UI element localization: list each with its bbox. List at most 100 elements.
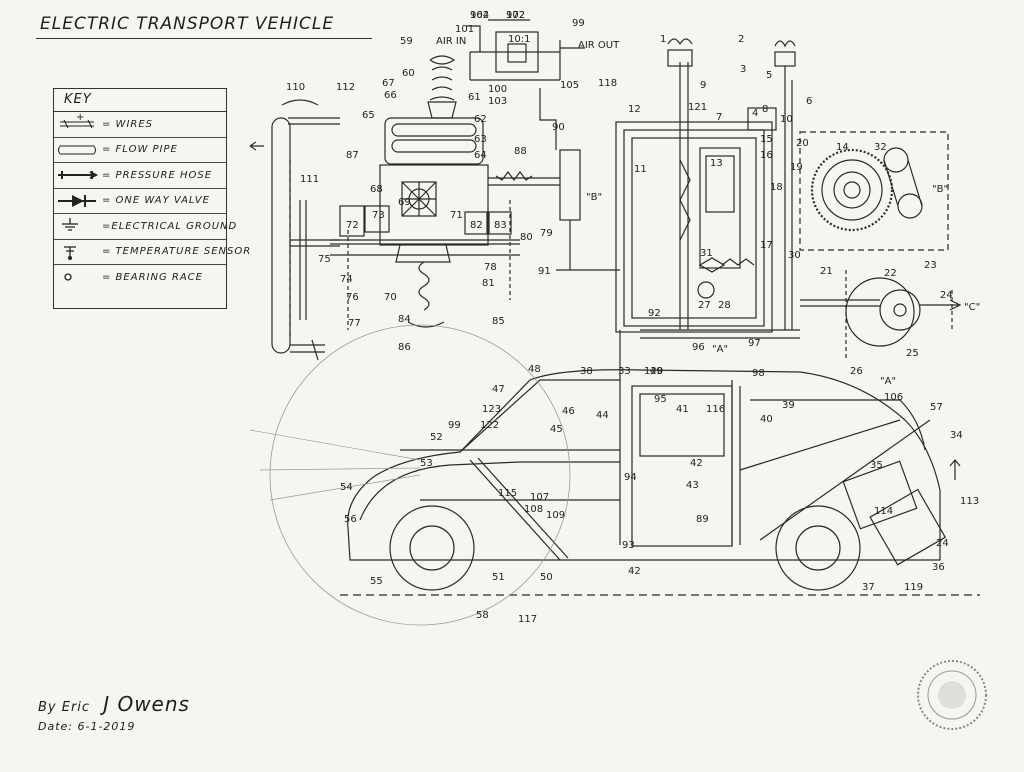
svg-text:+: + <box>76 114 84 123</box>
motor-compressor-assembly <box>330 55 560 330</box>
signature: By Eric J Owens <box>38 692 190 716</box>
section-b-label-left: "B" <box>586 192 602 203</box>
reference-number: 36 <box>932 562 945 573</box>
reference-number: 42 <box>628 566 641 577</box>
reference-number: 81 <box>482 278 495 289</box>
bearing-race-symbol-icon <box>64 273 72 281</box>
reference-number: 112 <box>336 82 355 93</box>
reference-number: 78 <box>484 262 497 273</box>
reference-number: 972 <box>506 10 525 21</box>
section-c-label: "C" <box>964 302 980 313</box>
reference-number: 17 <box>760 240 773 251</box>
key-row-pressure-hose: = PRESSURE HOSE <box>54 163 226 189</box>
reference-number: 23 <box>924 260 937 271</box>
reference-number: 55 <box>370 576 383 587</box>
reference-number: 65 <box>362 110 375 121</box>
reference-number: 122 <box>480 420 499 431</box>
reference-number: 82 <box>470 220 483 231</box>
reference-number: 4 <box>752 108 758 119</box>
reference-number: 43 <box>686 480 699 491</box>
reference-number: 85 <box>492 316 505 327</box>
reference-number: 88 <box>514 146 527 157</box>
wires-symbol-icon: + <box>60 114 94 129</box>
wheel-hub-detail <box>800 270 962 360</box>
reference-number: 9 <box>700 80 706 91</box>
signature-name: J Owens <box>103 692 190 716</box>
reference-number: 24 <box>936 538 949 549</box>
reference-number: 113 <box>960 496 979 507</box>
reference-number: 31 <box>700 248 713 259</box>
reference-number: 87 <box>346 150 359 161</box>
reference-number: 58 <box>476 610 489 621</box>
reference-number: 103 <box>488 96 507 107</box>
reference-number: 106 <box>884 392 903 403</box>
reference-number: 61 <box>468 92 481 103</box>
reference-number: 70 <box>384 292 397 303</box>
key-label: = PRESSURE HOSE <box>102 169 213 181</box>
reference-number: 91 <box>538 266 551 277</box>
section-a-label-top: "A" <box>712 344 728 355</box>
reference-number: 72 <box>346 220 359 231</box>
key-row-wires: + = WIRES <box>54 112 226 138</box>
temperature-sensor-symbol-icon <box>64 246 76 260</box>
key-row-one-way-valve: = ONE WAY VALVE <box>54 189 226 214</box>
reference-number: 35 <box>870 460 883 471</box>
rear-wheel <box>775 505 861 591</box>
reference-number: 38 <box>580 366 593 377</box>
reference-number: 51 <box>492 572 505 583</box>
reference-number: 5 <box>766 70 772 81</box>
reference-number: 63 <box>474 134 487 145</box>
reference-number: 52 <box>430 432 443 443</box>
reference-number: 16 <box>760 150 773 161</box>
reference-number: 18 <box>770 182 783 193</box>
signature-date: Date: 6-1-2019 <box>38 720 136 733</box>
key-row-electrical-ground: =ELECTRICAL GROUND <box>54 214 236 240</box>
reference-number: 111 <box>300 174 319 185</box>
reference-number: 86 <box>398 342 411 353</box>
cooling-battery-unit <box>615 38 800 380</box>
reference-number: 25 <box>906 348 919 359</box>
vehicle-body <box>249 324 980 626</box>
reference-number: 93 <box>622 540 635 551</box>
air-in-label: AIR IN <box>436 36 466 47</box>
reference-number: 39 <box>782 400 795 411</box>
reference-number: 27 <box>698 300 711 311</box>
reference-number: 10 <box>780 114 793 125</box>
key-label: = ONE WAY VALVE <box>102 195 210 207</box>
reference-number: 97 <box>748 338 761 349</box>
reference-number: 48 <box>528 364 541 375</box>
reference-number: 28 <box>718 300 731 311</box>
drawing-title: ELECTRIC TRANSPORT VEHICLE <box>40 14 335 34</box>
reference-number: 44 <box>596 410 609 421</box>
air-out-label: AIR OUT <box>578 40 620 51</box>
reference-number: 102 <box>506 10 525 21</box>
reference-number: 7 <box>716 112 722 123</box>
reference-number: 1 <box>660 34 666 45</box>
pipe-manifold-90 <box>556 149 620 271</box>
one-way-valve-symbol-icon <box>58 194 96 207</box>
key-row-flow-pipe: = FLOW PIPE <box>54 138 226 163</box>
reference-number: 99 <box>572 18 585 29</box>
reference-number: 73 <box>372 210 385 221</box>
reference-number: 100 <box>488 84 507 95</box>
section-b-label-right: "B" <box>932 184 948 195</box>
flow-pipe-symbol-icon <box>58 145 96 155</box>
gear-assembly <box>799 131 949 251</box>
reference-number: 2 <box>738 34 744 45</box>
reference-number: 21 <box>820 266 833 277</box>
reference-number: 962 <box>470 10 489 21</box>
reference-number: 33 <box>618 366 631 377</box>
notary-seal-icon <box>917 660 987 730</box>
key-label: = TEMPERATURE SENSOR <box>102 246 252 258</box>
reference-number: 96 <box>692 342 705 353</box>
reference-number: 79 <box>540 228 553 239</box>
reference-number: 98 <box>752 368 765 379</box>
reference-number: 41 <box>676 404 689 415</box>
reference-number: 22 <box>884 268 897 279</box>
reference-number: 40 <box>760 414 773 425</box>
reference-number: 117 <box>518 614 537 625</box>
air-filter-box <box>466 19 585 150</box>
